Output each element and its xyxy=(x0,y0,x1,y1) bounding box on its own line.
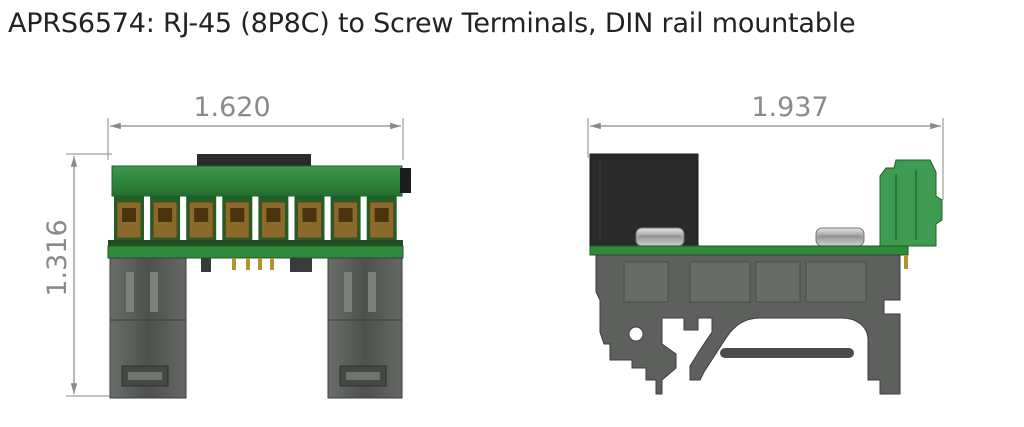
terminal-slot xyxy=(330,196,361,244)
terminal-slot xyxy=(258,196,289,244)
terminal-slot xyxy=(114,196,144,244)
front-width-dimension: 1.620 xyxy=(107,92,404,160)
side-view: 1.937 xyxy=(587,92,944,395)
front-view: 1.620 1.316 xyxy=(42,92,411,399)
terminal-slots xyxy=(114,196,397,244)
terminal-block-end-cap xyxy=(400,168,411,193)
terminal-slot xyxy=(186,196,217,244)
standoff-screw-right xyxy=(815,227,865,247)
din-clip-side-details xyxy=(623,261,867,358)
side-width-value: 1.937 xyxy=(751,92,828,123)
front-pcb xyxy=(107,245,404,259)
rj45-connector-top xyxy=(197,154,311,168)
side-pcb-pin xyxy=(904,255,908,269)
terminal-block-side xyxy=(879,159,943,247)
terminal-slot xyxy=(294,196,325,244)
page-title: APRS6574: RJ-45 (8P8C) to Screw Terminal… xyxy=(8,8,856,39)
terminal-slot xyxy=(222,196,253,244)
terminal-slot xyxy=(150,196,181,244)
standoff-screw-left xyxy=(635,227,685,247)
side-width-dimension: 1.937 xyxy=(587,92,944,200)
din-clip-left xyxy=(109,257,187,399)
din-clip-right xyxy=(327,257,403,399)
front-width-value: 1.620 xyxy=(193,92,270,123)
front-height-dimension: 1.316 xyxy=(42,153,112,397)
side-pcb xyxy=(589,245,909,256)
front-height-value: 1.316 xyxy=(42,219,73,296)
terminal-slot xyxy=(366,196,397,244)
terminal-block-body xyxy=(111,165,403,197)
